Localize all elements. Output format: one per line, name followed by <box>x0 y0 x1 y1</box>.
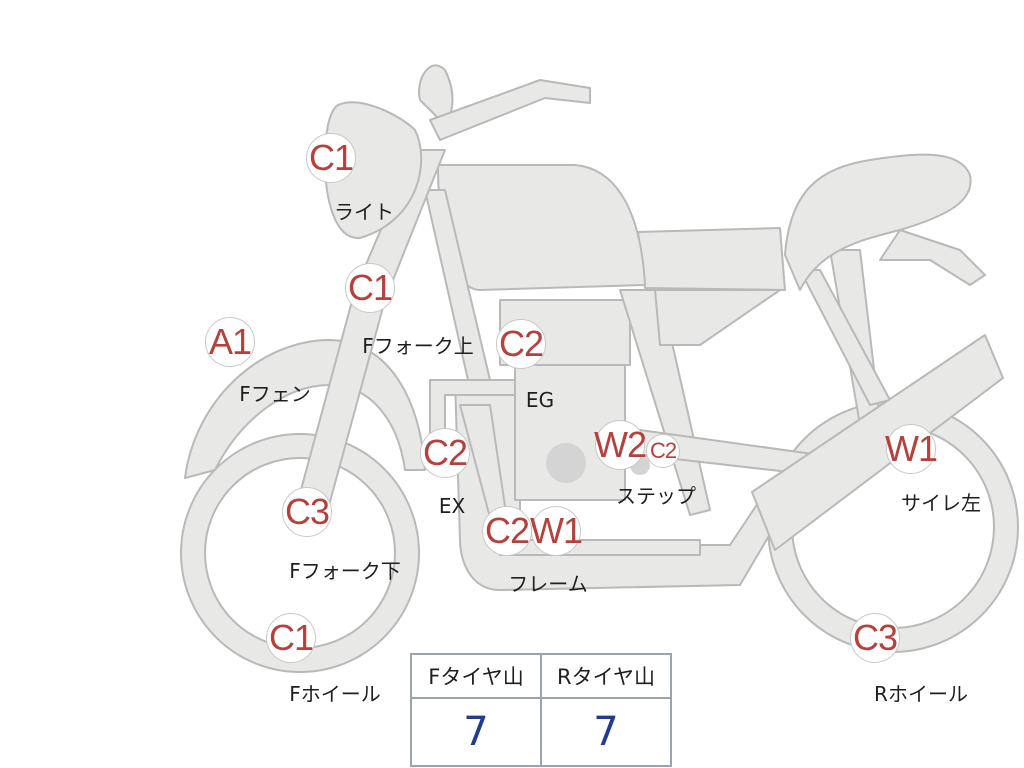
label-step: ステップ <box>616 484 696 508</box>
marker-step-c[interactable]: C2 <box>646 434 680 468</box>
side-cover <box>654 289 781 346</box>
label-muffler: サイレ左 <box>901 491 981 515</box>
marker-engine[interactable]: C2 <box>496 319 546 369</box>
fuel-tank <box>437 164 646 291</box>
label-ffork-top: Fフォーク上 <box>362 334 474 358</box>
label-ffork-bottom: Fフォーク下 <box>289 559 401 583</box>
marker-frame-w[interactable]: W1 <box>530 506 583 556</box>
label-exhaust: EX <box>438 494 466 518</box>
label-fwheel: Fホイール <box>289 682 381 706</box>
front-tire-value: 7 <box>410 697 542 767</box>
rear-tire-value: 7 <box>540 697 672 767</box>
marker-step-w[interactable]: W2 <box>594 420 647 470</box>
muffler <box>751 334 1004 551</box>
label-light: ライト <box>334 200 394 224</box>
label-engine: EG <box>525 388 555 412</box>
marker-ffender[interactable]: A1 <box>205 317 255 367</box>
label-ffender: Fフェン <box>239 382 311 406</box>
label-frame: フレーム <box>508 572 588 596</box>
marker-exhaust[interactable]: C2 <box>420 428 470 478</box>
marker-frame-c[interactable]: C2 <box>482 506 532 556</box>
front-tire-header: Fタイヤ山 <box>410 653 542 699</box>
tire-tread-table: Fタイヤ山 Rタイヤ山 7 7 <box>410 653 672 767</box>
rear-tire-header: Rタイヤ山 <box>540 653 672 699</box>
marker-muffler[interactable]: W1 <box>885 424 938 474</box>
marker-fwheel[interactable]: C1 <box>266 613 316 663</box>
seat <box>637 227 786 291</box>
marker-light[interactable]: C1 <box>306 133 356 183</box>
marker-ffork-bottom[interactable]: C3 <box>282 487 332 537</box>
marker-ffork-top[interactable]: C1 <box>345 263 395 313</box>
marker-rwheel[interactable]: C3 <box>850 613 900 663</box>
label-rwheel: Rホイール <box>874 682 968 706</box>
